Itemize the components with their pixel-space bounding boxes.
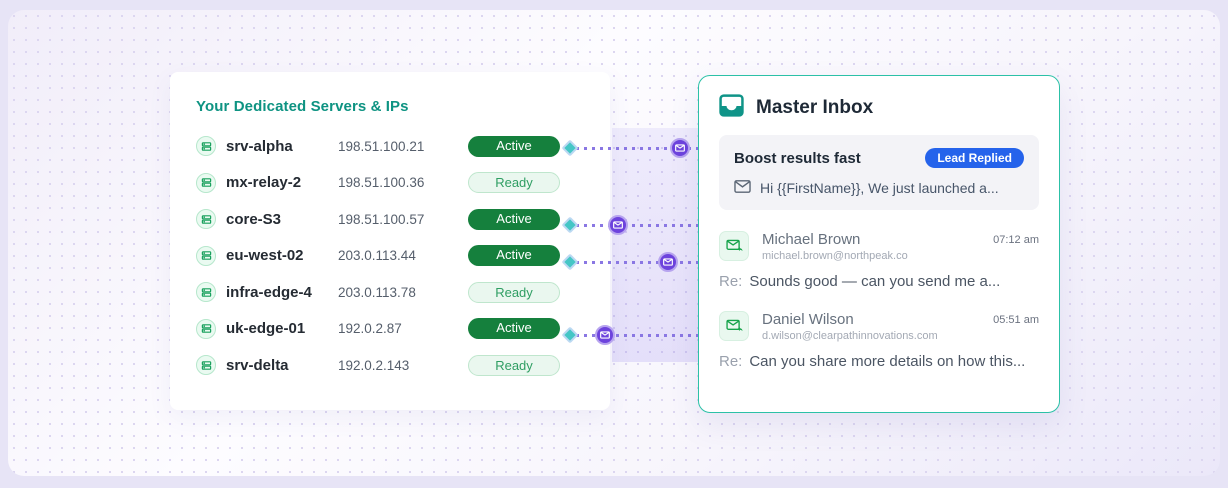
illustration-canvas: Your Dedicated Servers & IPs srv-alpha 1… xyxy=(8,10,1220,476)
server-row-srv-delta[interactable]: srv-delta 192.0.2.143 Ready xyxy=(170,347,610,384)
email-time: 07:12 am xyxy=(993,234,1039,246)
server-ip: 192.0.2.143 xyxy=(338,357,410,373)
dotted-line xyxy=(576,147,700,150)
reply-prefix: Re: xyxy=(719,353,743,370)
subject-text: Can you share more details on how this..… xyxy=(749,353,1026,370)
server-ip: 203.0.113.44 xyxy=(338,248,416,264)
server-name: eu-west-02 xyxy=(226,247,304,265)
inbox-tray-icon xyxy=(719,94,744,122)
envelope-badge-icon xyxy=(595,325,615,345)
connector-core-s3 xyxy=(561,215,700,235)
server-row-uk-edge-01[interactable]: uk-edge-01 192.0.2.87 Active xyxy=(170,311,610,348)
status-badge: Active xyxy=(468,245,560,267)
email-address: d.wilson@clearpathinnovations.com xyxy=(762,330,938,342)
campaign-title: Boost results fast xyxy=(734,149,861,167)
status-badge: Ready xyxy=(468,354,560,376)
envelope-badge-icon xyxy=(608,215,628,235)
connector-highlight-band xyxy=(612,128,698,362)
master-inbox-panel: Master Inbox Boost results fast Lead Rep… xyxy=(698,75,1060,413)
email-item-daniel-wilson[interactable]: Daniel Wilson d.wilson@clearpathinnovati… xyxy=(699,311,1059,370)
diamond-node-icon xyxy=(561,216,579,234)
email-subject: Re: Can you share more details on how thi… xyxy=(719,353,1039,370)
campaign-summary-card[interactable]: Boost results fast Lead Replied Hi {{Fir… xyxy=(719,135,1039,210)
inbox-title: Master Inbox xyxy=(756,97,874,118)
server-ip: 198.51.100.36 xyxy=(338,175,425,191)
envelope-badge-icon xyxy=(658,252,678,272)
dedicated-servers-card: Your Dedicated Servers & IPs srv-alpha 1… xyxy=(170,72,610,410)
diamond-node-icon xyxy=(561,139,579,157)
diamond-node-icon xyxy=(561,253,579,271)
server-icon xyxy=(196,136,216,157)
server-ip: 203.0.113.78 xyxy=(338,284,416,300)
campaign-preview-text: Hi {{FirstName}}, We just launched a... xyxy=(760,180,999,196)
servers-card-title: Your Dedicated Servers & IPs xyxy=(196,98,409,115)
server-name: uk-edge-01 xyxy=(226,320,306,338)
lead-replied-badge: Lead Replied xyxy=(925,148,1024,168)
server-name: mx-relay-2 xyxy=(226,174,302,192)
dotted-line xyxy=(576,334,700,337)
envelope-badge-icon xyxy=(670,138,690,158)
server-icon xyxy=(196,355,216,376)
server-name: srv-alpha xyxy=(226,137,293,155)
status-badge: Active xyxy=(468,318,560,340)
server-row-mx-relay-2[interactable]: mx-relay-2 198.51.100.36 Ready xyxy=(170,165,610,202)
server-icon xyxy=(196,282,216,303)
envelope-outline-icon xyxy=(734,180,751,196)
reply-envelope-icon xyxy=(719,231,749,261)
reply-prefix: Re: xyxy=(719,273,743,290)
status-badge: Active xyxy=(468,208,560,230)
connector-srv-alpha xyxy=(561,138,700,158)
server-row-eu-west-02[interactable]: eu-west-02 203.0.113.44 Active xyxy=(170,238,610,275)
reply-envelope-icon xyxy=(719,311,749,341)
diamond-node-icon xyxy=(561,326,579,344)
email-item-michael-brown[interactable]: Michael Brown michael.brown@northpeak.co… xyxy=(699,231,1059,290)
subject-text: Sounds good — can you send me a... xyxy=(749,273,1001,290)
server-row-infra-edge-4[interactable]: infra-edge-4 203.0.113.78 Ready xyxy=(170,274,610,311)
status-badge: Active xyxy=(468,135,560,157)
email-sender: Daniel Wilson xyxy=(762,311,854,328)
server-name: infra-edge-4 xyxy=(226,283,312,301)
server-ip: 198.51.100.57 xyxy=(338,211,425,227)
server-name: core-S3 xyxy=(226,210,282,228)
dotted-line xyxy=(576,224,700,227)
connector-uk-edge-01 xyxy=(561,325,700,345)
status-badge: Ready xyxy=(468,281,560,303)
dotted-line xyxy=(576,261,700,264)
connector-eu-west-02 xyxy=(561,252,700,272)
server-row-core-s3[interactable]: core-S3 198.51.100.57 Active xyxy=(170,201,610,238)
email-address: michael.brown@northpeak.co xyxy=(762,250,908,262)
server-icon xyxy=(196,318,216,339)
server-icon xyxy=(196,172,216,193)
status-badge: Ready xyxy=(468,172,560,194)
email-time: 05:51 am xyxy=(993,314,1039,326)
server-row-srv-alpha[interactable]: srv-alpha 198.51.100.21 Active xyxy=(170,128,610,165)
server-icon xyxy=(196,245,216,266)
server-name: srv-delta xyxy=(226,356,289,374)
server-ip: 192.0.2.87 xyxy=(338,321,402,337)
email-sender: Michael Brown xyxy=(762,231,861,248)
inbox-header: Master Inbox xyxy=(699,76,1059,135)
server-ip: 198.51.100.21 xyxy=(338,138,425,154)
server-icon xyxy=(196,209,216,230)
server-list: srv-alpha 198.51.100.21 Active mx-relay-… xyxy=(170,128,610,384)
email-subject: Re: Sounds good — can you send me a... xyxy=(719,273,1039,290)
